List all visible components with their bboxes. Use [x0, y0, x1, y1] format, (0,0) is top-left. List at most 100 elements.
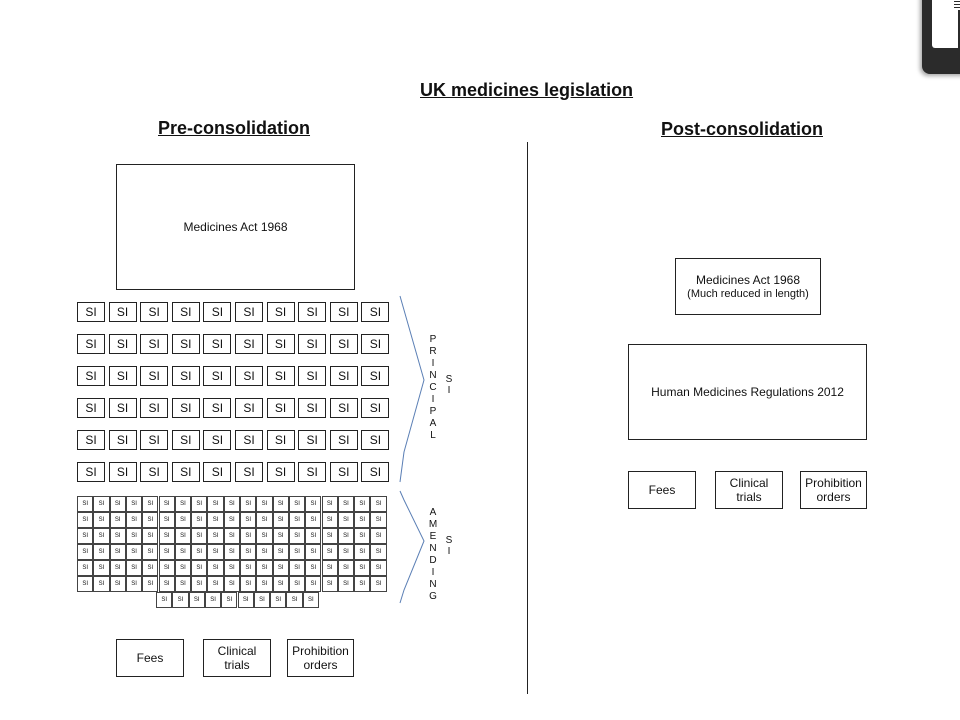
pre-prohibition-orders-box: Prohibition orders [287, 639, 354, 677]
amending-si-box: SI [337, 496, 355, 512]
amending-si-box: SI [354, 576, 371, 592]
vertical-letter: I [431, 567, 435, 578]
amending-si-box: SI [142, 560, 159, 576]
amending-si-box: SI [337, 560, 355, 576]
amending-si-box: SI [272, 544, 289, 560]
corner-tab [922, 0, 960, 74]
amending-si-box: SI [286, 592, 303, 608]
amending-si-box: SI [370, 576, 387, 592]
amending-si-box: SI [240, 544, 257, 560]
amending-si-box: SI [109, 496, 126, 512]
amending-si-box: SI [240, 560, 257, 576]
pre-clinical-trials-box: Clinical trials [203, 639, 271, 677]
human-medicines-regulations-box: Human Medicines Regulations 2012 [628, 344, 867, 440]
principal-si-box: SI [361, 398, 390, 418]
medicines-act-1968-box: Medicines Act 1968 [116, 164, 355, 290]
vertical-letter: N [429, 370, 437, 381]
amending-si-box: SI [305, 576, 322, 592]
amending-si-box: SI [223, 544, 240, 560]
principal-si-box: SI [77, 430, 105, 450]
amending-si-box: SI [77, 512, 94, 528]
amending-si-box: SI [191, 512, 208, 528]
amending-si-box: SI [125, 512, 143, 528]
pre-fees-label: Fees [136, 651, 164, 665]
amending-si-box: SI [337, 528, 355, 544]
post-consolidation-heading: Post-consolidation [661, 119, 823, 139]
amending-si-box: SI [158, 576, 175, 592]
post-prohibition-orders-label: Prohibition orders [805, 476, 862, 504]
amending-si-box: SI [272, 528, 289, 544]
amending-si-box: SI [240, 496, 257, 512]
amending-si-box: SI [109, 528, 126, 544]
vertical-letter: E [429, 531, 437, 542]
post-clinical-trials-label: Clinical trials [729, 476, 769, 504]
principal-si-box: SI [171, 398, 200, 418]
principal-si-box: SI [361, 430, 390, 450]
vertical-letter: A [429, 507, 437, 518]
vertical-letter: P [429, 406, 437, 417]
amending-si-box: SI [156, 592, 173, 608]
vertical-letter: P [429, 334, 437, 345]
vertical-letter: I [447, 385, 451, 396]
principal-si-box: SI [298, 462, 327, 482]
principal-si-box: SI [203, 366, 232, 386]
amending-si-box: SI [174, 528, 192, 544]
amending-si-box: SI [125, 496, 143, 512]
amending-si-box: SI [237, 592, 254, 608]
amending-si-box: SI [174, 560, 192, 576]
vertical-letter: G [429, 591, 437, 602]
principal-si-box: SI [203, 430, 232, 450]
principal-si-box: SI [235, 334, 263, 354]
amending-si-box: SI [109, 512, 126, 528]
vertical-letter: I [431, 358, 435, 369]
principal-si-box: SI [329, 398, 358, 418]
amending-si-box: SI [272, 512, 289, 528]
amending-si-box: SI [204, 592, 222, 608]
principal-si-box: SI [298, 398, 327, 418]
pre-prohibition-orders-label: Prohibition orders [292, 644, 349, 672]
vertical-letter: L [430, 430, 436, 441]
amending-si-box: SI [207, 528, 224, 544]
pre-fees-box: Fees [116, 639, 184, 677]
human-medicines-regulations-label: Human Medicines Regulations 2012 [651, 385, 844, 399]
principal-si-box: SI [266, 462, 295, 482]
amending-si-box: SI [354, 512, 371, 528]
principal-si-box: SI [140, 302, 169, 322]
principal-si-box: SI [203, 302, 232, 322]
amending-si-box: SI [305, 544, 322, 560]
amending-si-box: SI [93, 512, 110, 528]
amending-si-box: SI [223, 496, 240, 512]
principal-si-box: SI [171, 302, 200, 322]
principal-si-box: SI [329, 302, 358, 322]
amending-si-box: SI [256, 496, 273, 512]
amending-si-box: SI [109, 560, 126, 576]
principal-si-box: SI [108, 430, 137, 450]
amending-si-box: SI [305, 496, 322, 512]
amending-si-box: SI [337, 512, 355, 528]
amending-si-box: SI [321, 544, 338, 560]
corner-tab-grip-icon [954, 0, 960, 10]
amending-si-box: SI [221, 592, 238, 608]
amending-si-box: SI [93, 544, 110, 560]
amending-si-box: SI [207, 576, 224, 592]
amending-si-box: SI [174, 512, 192, 528]
post-medicines-act-note: (Much reduced in length) [687, 287, 809, 300]
post-clinical-trials-box: Clinical trials [715, 471, 783, 509]
amending-si-box: SI [191, 576, 208, 592]
amending-si-box: SI [256, 576, 273, 592]
amending-si-box: SI [256, 512, 273, 528]
vertical-letter: D [429, 555, 437, 566]
amending-si-box: SI [125, 576, 143, 592]
amending-si-box: SI [223, 528, 240, 544]
medicines-act-1968-label: Medicines Act 1968 [183, 220, 288, 234]
amending-si-box: SI [305, 512, 322, 528]
principal-si-box: SI [140, 430, 169, 450]
amending-si-box: SI [93, 560, 110, 576]
amending-si-box: SI [354, 496, 371, 512]
vertical-letter: R [429, 346, 437, 357]
principal-si-box: SI [77, 398, 105, 418]
pre-consolidation-heading: Pre-consolidation [158, 118, 311, 138]
principal-si-box: SI [235, 302, 263, 322]
amending-si-box: SI [370, 560, 387, 576]
